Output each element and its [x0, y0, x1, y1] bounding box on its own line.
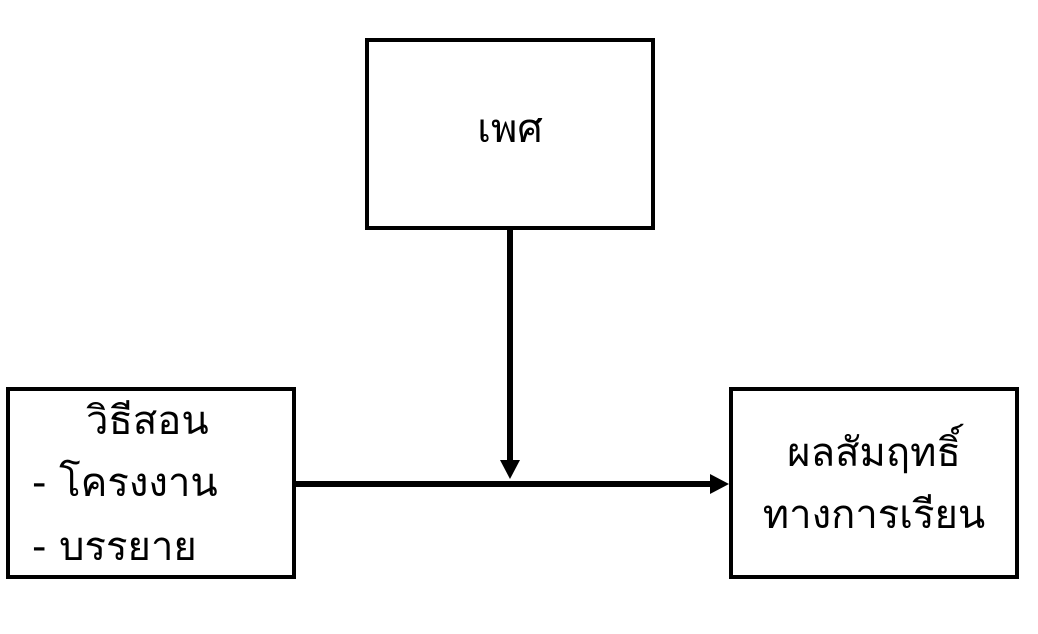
gender-box: เพศ [365, 38, 655, 230]
teaching-method-item-lecture: - บรรยาย [32, 524, 197, 570]
teaching-method-title: วิธีสอน [86, 398, 209, 444]
achievement-label-line-2: ทางการเรียน [762, 492, 986, 538]
arrow-method-to-achievement [296, 474, 729, 494]
achievement-box: ผลสัมฤทธิ์ ทางการเรียน [729, 387, 1019, 579]
teaching-method-box: วิธีสอน - โครงงาน - บรรยาย [6, 387, 296, 579]
arrow-gender-to-relationship [500, 230, 520, 479]
teaching-method-item-project: - โครงงาน [32, 460, 218, 506]
achievement-label-line-1: ผลสัมฤทธิ์ [787, 430, 961, 476]
gender-label: เพศ [477, 106, 543, 152]
